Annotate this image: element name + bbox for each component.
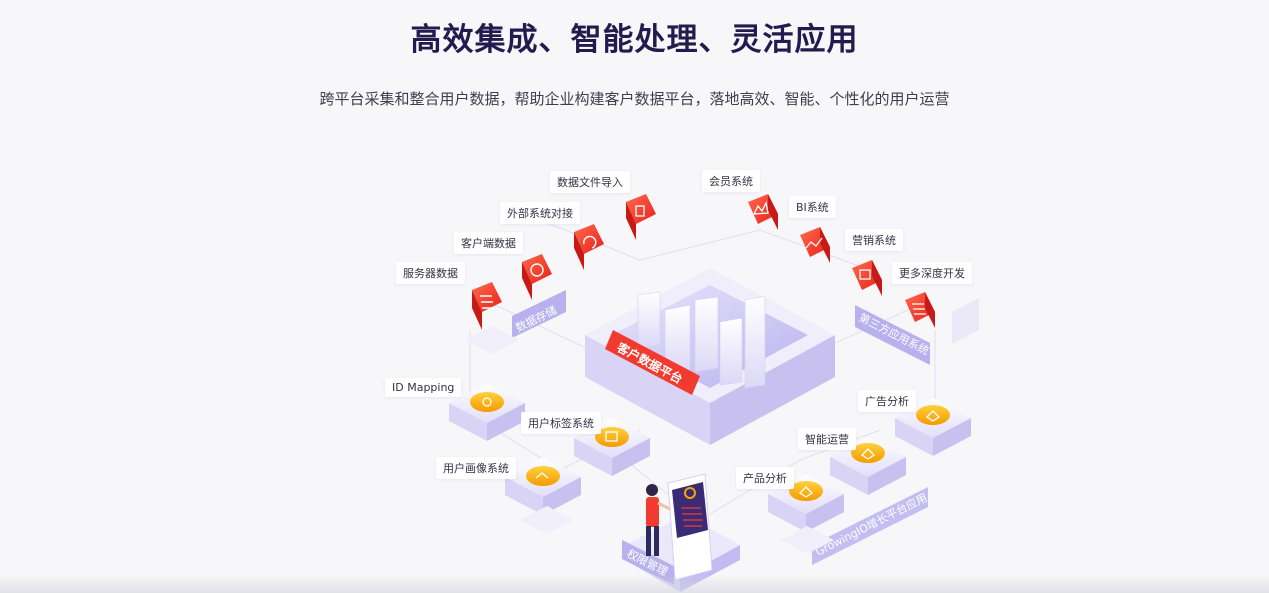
user-profile-tile xyxy=(505,457,581,515)
product-analysis-icon xyxy=(798,486,814,498)
label-ad-analysis: 广告分析 xyxy=(858,390,916,412)
label-external-system: 外部系统对接 xyxy=(500,202,580,224)
label-bi-system: BI系统 xyxy=(789,196,836,218)
label-server-data: 服务器数据 xyxy=(396,262,465,284)
tag-icon xyxy=(605,431,618,442)
marketing-icon xyxy=(852,260,882,296)
develop-icon xyxy=(905,292,935,328)
pie-chart-icon xyxy=(522,254,552,300)
label-product-analysis: 产品分析 xyxy=(736,467,794,489)
decorative-blocks xyxy=(465,298,979,554)
page-title: 高效集成、智能处理、灵活应用 xyxy=(410,22,859,58)
ad-analysis-tile xyxy=(895,398,971,456)
profile-icon xyxy=(535,472,549,479)
bottom-fade xyxy=(0,575,1269,593)
id-mapping-icon xyxy=(482,397,492,407)
bi-chart-icon xyxy=(800,227,830,263)
smart-ops-icon xyxy=(860,448,876,460)
file-icon xyxy=(626,194,656,240)
label-id-mapping: ID Mapping xyxy=(385,378,462,397)
label-data-file-import: 数据文件导入 xyxy=(550,171,630,193)
database-icon xyxy=(472,282,502,330)
crown-icon xyxy=(748,194,778,230)
data-source-group: 数据存储 xyxy=(472,194,656,338)
ad-analysis-icon xyxy=(925,410,941,422)
user-module-tiles xyxy=(449,383,650,515)
label-member-system: 会员系统 xyxy=(702,170,760,192)
central-platform: 客户数据平台 xyxy=(585,268,835,445)
label-marketing-system: 营销系统 xyxy=(845,229,903,251)
label-deep-development: 更多深度开发 xyxy=(892,262,972,284)
person-figure xyxy=(646,484,671,556)
chart-icon xyxy=(574,224,604,270)
label-user-tag-system: 用户标签系统 xyxy=(521,412,601,434)
label-smart-ops: 智能运营 xyxy=(798,428,856,450)
page-subtitle: 跨平台采集和整合用户数据，帮助企业构建客户数据平台，落地高效、智能、个性化的用户… xyxy=(319,90,950,108)
label-user-profile-system: 用户画像系统 xyxy=(436,457,516,479)
label-client-data: 客户端数据 xyxy=(454,232,523,254)
id-mapping-tile xyxy=(449,383,525,441)
